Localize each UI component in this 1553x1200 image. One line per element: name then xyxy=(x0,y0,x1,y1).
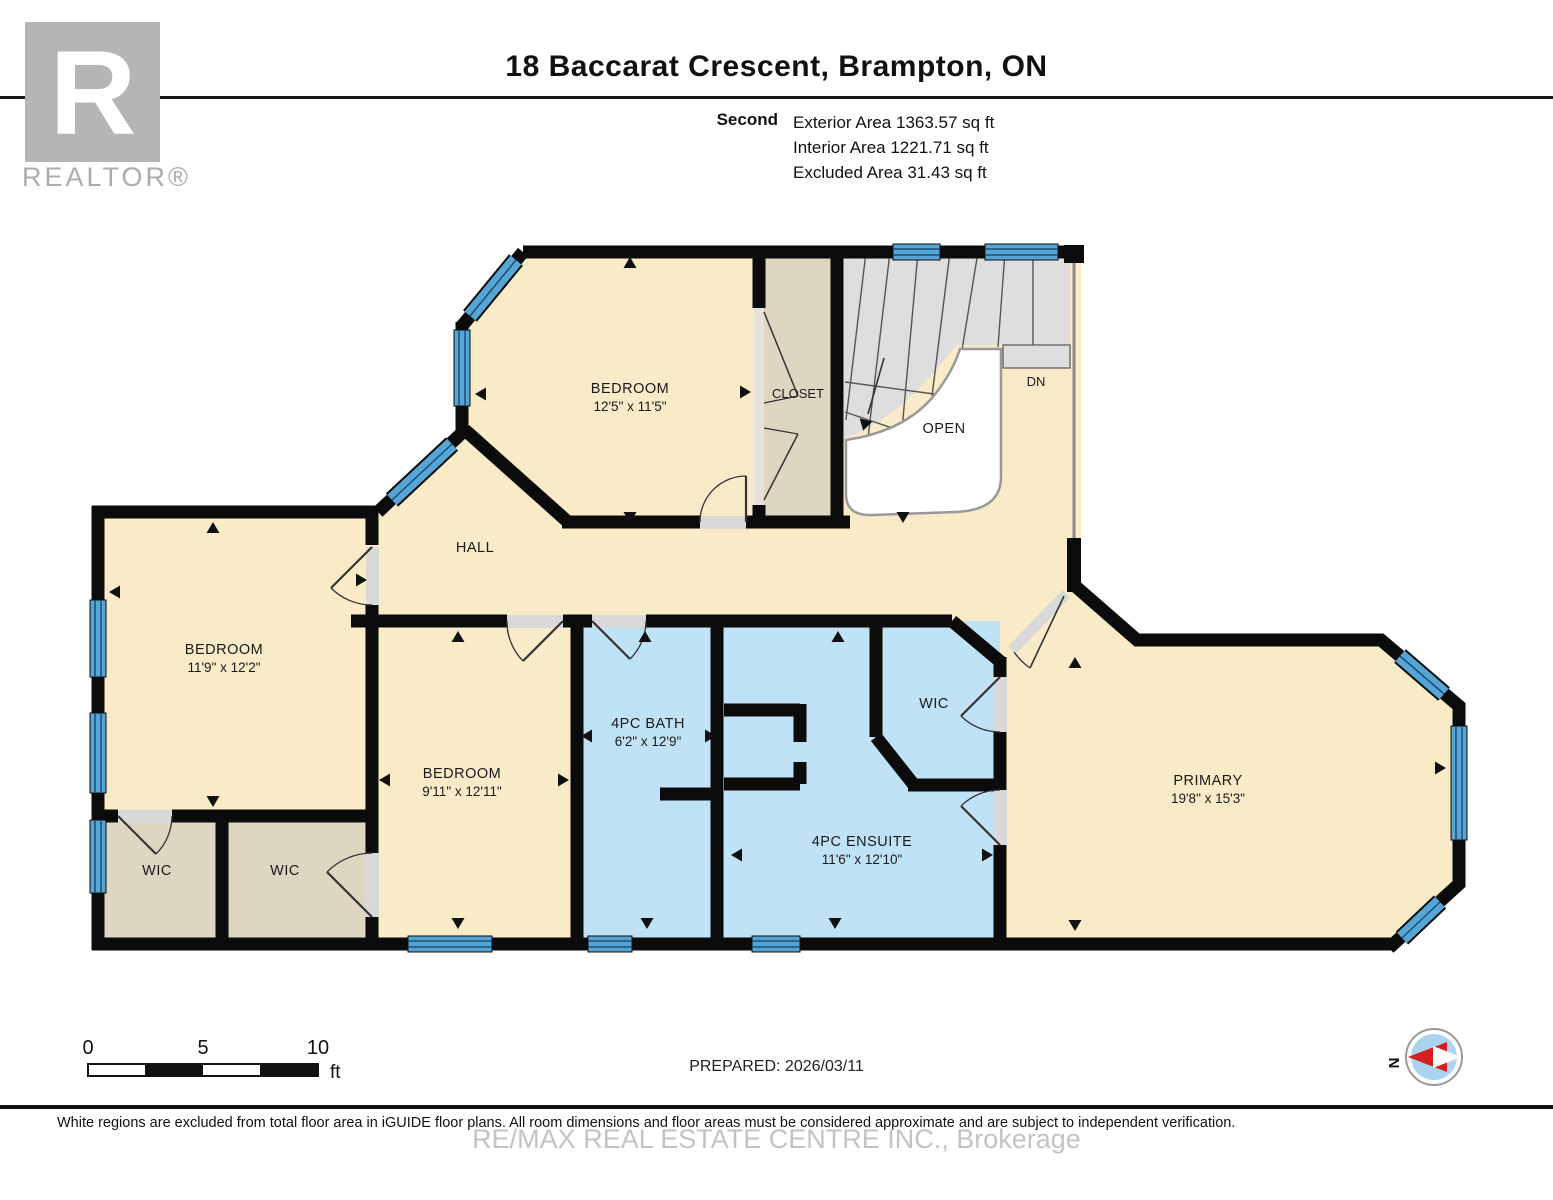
dn-label: DN xyxy=(1027,374,1046,389)
bedroom-mid-label: BEDROOM xyxy=(423,766,501,782)
window xyxy=(453,329,471,407)
page-title: 18 Baccarat Crescent, Brampton, ON xyxy=(505,50,1048,83)
closet-floor xyxy=(759,252,837,522)
window xyxy=(463,254,523,322)
stairs-landing xyxy=(1002,344,1071,369)
room-labels: BEDROOM 12'5" x 11'5" CLOSET DN OPEN HAL… xyxy=(142,374,1245,879)
window xyxy=(89,599,107,678)
realtor-logo-text: REALTOR® xyxy=(22,162,191,192)
stair-railing xyxy=(1064,245,1084,592)
prepared-date: PREPARED: 2026/03/11 xyxy=(689,1058,864,1075)
wic2-label: WIC xyxy=(270,863,300,879)
primary-entry-door xyxy=(1008,590,1070,669)
bedroom-left-dims: 11'9" x 12'2" xyxy=(187,660,260,675)
stairs-fan xyxy=(844,345,956,438)
scale-tick-10: 10 xyxy=(307,1037,329,1059)
doors xyxy=(117,308,1070,918)
disclaimer-text: White regions are excluded from total fl… xyxy=(57,1115,1236,1131)
door xyxy=(326,852,379,918)
door xyxy=(330,546,379,606)
area-summary: Exterior Area 1363.57 sq ft Interior Are… xyxy=(793,110,994,185)
stairs-down-arrow xyxy=(859,357,885,431)
door xyxy=(117,810,173,855)
scale-tick-0: 0 xyxy=(82,1037,93,1059)
open-label: OPEN xyxy=(922,421,965,437)
window xyxy=(892,243,941,261)
window xyxy=(89,819,107,894)
closet-label: CLOSET xyxy=(772,386,824,401)
scale-bar: 0 5 10 ft xyxy=(82,1037,341,1083)
wic1-floor xyxy=(98,816,222,944)
floor-label: Second xyxy=(716,110,778,129)
compass-north-label: N xyxy=(1386,1058,1403,1069)
window xyxy=(407,935,493,953)
ensuite-dims: 11'6" x 12'10" xyxy=(822,852,903,867)
bedroom-top-dims: 12'5" x 11'5" xyxy=(593,399,666,414)
window xyxy=(1450,725,1468,841)
primary-dims: 19'8" x 15'3" xyxy=(1171,791,1245,806)
door xyxy=(506,615,564,662)
window xyxy=(1394,649,1450,701)
direction-arrows xyxy=(109,257,1446,931)
primary-label: PRIMARY xyxy=(1173,773,1242,789)
bath-label: 4PC BATH xyxy=(611,716,685,732)
door xyxy=(960,789,1007,846)
interior-area: Interior Area 1221.71 sq ft xyxy=(793,138,989,157)
bedroom-mid-dims: 9'11" x 12'11" xyxy=(422,784,502,799)
stair-treads xyxy=(844,251,1034,439)
window xyxy=(587,935,633,953)
scale-tick-5: 5 xyxy=(197,1037,208,1059)
realtor-logo-icon: R xyxy=(25,22,160,162)
stairs-floor xyxy=(844,252,1070,345)
room-fills xyxy=(98,252,1071,944)
ensuite-label: 4PC ENSUITE xyxy=(812,834,913,850)
bedroom-top-label: BEDROOM xyxy=(591,381,669,397)
window xyxy=(89,712,107,794)
window xyxy=(1395,895,1447,945)
excluded-area: Excluded Area 31.43 sq ft xyxy=(793,163,987,182)
window xyxy=(984,243,1059,261)
open-to-below xyxy=(844,347,1003,517)
header-divider xyxy=(0,96,1553,99)
compass-icon: N xyxy=(1386,1028,1463,1086)
exterior-area: Exterior Area 1363.57 sq ft xyxy=(793,113,995,132)
bath-dims: 6'2" x 12'9" xyxy=(615,734,682,749)
realtor-logo-letter: R xyxy=(50,26,137,160)
floor-base xyxy=(98,252,1459,950)
scale-unit: ft xyxy=(330,1062,341,1083)
wic3-label: WIC xyxy=(919,696,949,712)
footer-divider xyxy=(0,1105,1553,1109)
window xyxy=(385,437,459,507)
door xyxy=(960,676,1007,733)
windows xyxy=(89,243,1468,953)
brokerage-watermark: RE/MAX REAL ESTATE CENTRE INC., Brokerag… xyxy=(472,1124,1081,1154)
hall-label: HALL xyxy=(456,540,494,556)
closet-bifold-door xyxy=(754,308,799,505)
wic1-label: WIC xyxy=(142,863,172,879)
wic2-floor xyxy=(222,816,372,944)
bedroom-left-label: BEDROOM xyxy=(185,642,263,658)
window xyxy=(751,935,801,953)
door xyxy=(699,475,748,529)
bath-floor xyxy=(577,621,717,944)
